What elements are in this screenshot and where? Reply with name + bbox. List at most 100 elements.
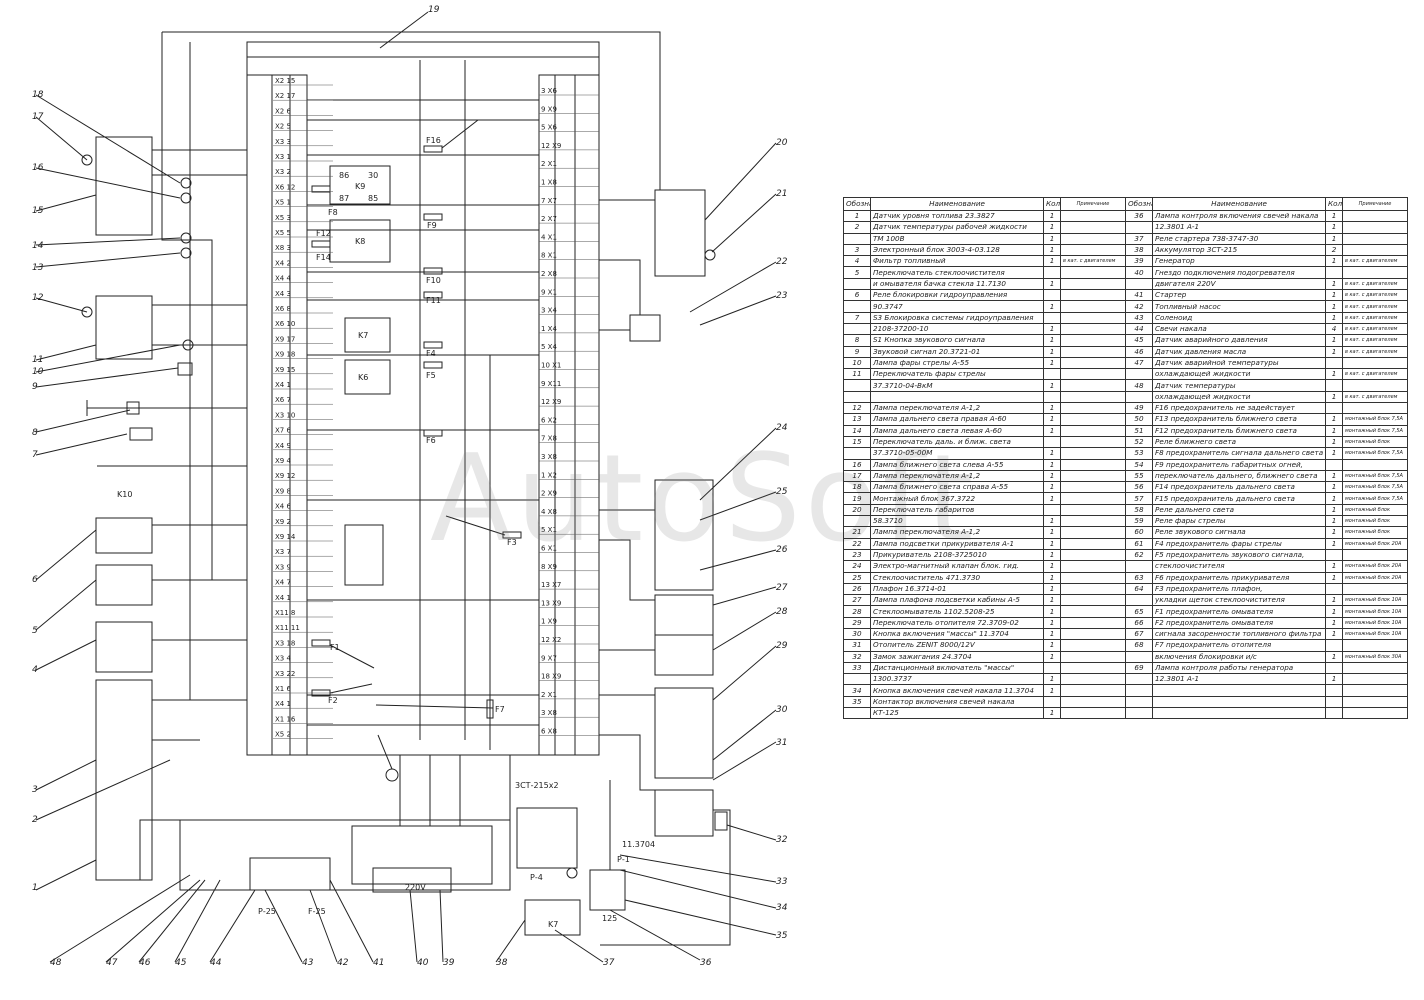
legend-cell-a-no [843, 277, 871, 291]
legend-cell-b-no [1125, 221, 1153, 234]
connector-pin: X1 6 [275, 685, 291, 693]
legend-cell-a-name: Датчик температуры рабочей жидкости [870, 221, 1044, 234]
callout-number: 9 [32, 382, 38, 392]
legend-cell-b-q: 1 [1325, 616, 1343, 629]
connector-pin: X11 11 [275, 624, 300, 632]
legend-cell-b-no: 45 [1125, 334, 1153, 347]
callout-number: 5 [32, 626, 38, 636]
legend-cell-a-no: 10 [843, 356, 871, 370]
label-f16: F16 [426, 136, 441, 145]
label-f14: F14 [316, 253, 331, 262]
horn-icon [177, 362, 193, 376]
battery-block [516, 807, 578, 869]
label-k8: K8 [355, 237, 365, 246]
legend-cell-a-name: 58.3710 [870, 515, 1044, 528]
legend-cell-a-no: 23 [843, 548, 871, 562]
label-battery: 3СТ-215х2 [515, 781, 559, 790]
comp-26-27 [654, 594, 714, 636]
connector-pin: X4 1 [275, 594, 291, 602]
label-f4: F4 [426, 349, 436, 358]
legend-cell-b-no: 69 [1125, 661, 1153, 675]
legend-cell-b-note: в кат. с двигателем [1342, 289, 1408, 302]
legend-cell-a-name: Электро-магнитный клапан блок. гид. [870, 560, 1044, 573]
legend-cell-a-name: 90.3747 [870, 300, 1044, 313]
connector-pin: X3 1 [275, 153, 291, 161]
legend-cell-a-no [843, 447, 871, 460]
comp-29-31 [654, 687, 714, 779]
legend-cell-b-no: 36 [1125, 209, 1153, 223]
socket-220v [372, 867, 452, 893]
legend-cell-b-no: 41 [1125, 289, 1153, 302]
connector-pin: X4 1 [275, 381, 291, 389]
legend-cell-a-q: 1 [1043, 515, 1061, 528]
legend-cell-b-name: Аккумулятор 3СТ-215 [1152, 243, 1326, 257]
legend-cell-b-name: F7 предохранитель отопителя [1152, 639, 1326, 652]
legend-cell-b-no: 62 [1125, 548, 1153, 562]
legend-cell-a-no: 11 [843, 368, 871, 381]
comp-22-23 [629, 314, 661, 342]
comp-3-electronic-block [95, 679, 153, 881]
fuse-f4 [423, 341, 443, 349]
legend-cell-a-q: 1 [1043, 548, 1061, 562]
legend-cell-a-note [1060, 345, 1126, 358]
legend-cell-a-q: 1 [1043, 277, 1061, 291]
legend-cell-b-name: Стартер [1152, 289, 1326, 302]
legend-cell-b-q: 1 [1325, 277, 1343, 291]
connector-pin: 7 X7 [541, 197, 557, 205]
legend-cell-b-q: 1 [1325, 311, 1343, 324]
legend-cell-a-name: Реле блокировки гидроуправления [870, 289, 1044, 302]
comp-15-switch [95, 136, 153, 236]
legend-cell-a-no [843, 322, 871, 336]
legend-cell-b-q: 4 [1325, 322, 1343, 336]
connector-pin: 5 X1 [541, 526, 557, 534]
legend-cell-b-no: 63 [1125, 571, 1153, 584]
callout-number: 11 [32, 355, 43, 365]
legend-cell-b-name: F5 предохранитель звукового сигнала, [1152, 548, 1326, 562]
legend-cell-b-name: F6 предохранитель прикуривателя [1152, 571, 1326, 584]
connector-pin: X4 9 [275, 442, 291, 450]
legend-cell-a-q: 1 [1043, 232, 1061, 245]
legend-cell-b-no: 39 [1125, 255, 1153, 268]
legend-cell-a-name: Лампа фары стрелы А-55 [870, 356, 1044, 370]
legend-cell-a-no: 12 [843, 402, 871, 415]
legend-cell-a-q [1043, 661, 1061, 675]
legend-cell-a-no: 20 [843, 503, 871, 517]
legend-cell-b-q [1325, 582, 1343, 596]
legend-cell-a-name: Кнопка включения свечей накала 11.3704 [870, 684, 1044, 697]
callout-number: 48 [50, 958, 62, 968]
callout-number: 27 [776, 583, 788, 593]
legend-cell-b-q: 1 [1325, 232, 1343, 245]
legend-cell-b-note: в кат. с двигателем [1342, 368, 1408, 381]
legend-cell-b-no: 49 [1125, 402, 1153, 415]
connector-pin: 9 X1 [541, 288, 557, 296]
legend-cell-a-note [1060, 300, 1126, 313]
legend-cell-b-name: F16 предохранитель не задействует [1152, 402, 1326, 415]
legend-cell-b-name: укладки щеток стеклоочистителя [1152, 594, 1326, 607]
legend-cell-a-no: 13 [843, 413, 871, 426]
legend-cell-b-q: 1 [1325, 221, 1343, 234]
connector-pin: 6 X1 [541, 545, 557, 553]
legend-header-cell: Примечание [1342, 197, 1408, 211]
legend-cell-b-q [1325, 639, 1343, 652]
legend-cell-b-note [1342, 221, 1408, 234]
connector-pin: X8 3 [275, 244, 291, 252]
callout-number: 7 [32, 450, 38, 460]
callout-number: 40 [417, 958, 429, 968]
legend-cell-b-name: F9 предохранитель габаритных огней, [1152, 458, 1326, 471]
legend-cell-b-name [1152, 684, 1326, 697]
legend-cell-b-note: монтажный блок 7,5А [1342, 481, 1408, 494]
legend-cell-a-note [1060, 458, 1126, 471]
connector-pin: 13 X9 [541, 599, 561, 607]
legend-header-cell: Наименование [870, 197, 1044, 211]
label-f9: F9 [427, 221, 437, 230]
legend-cell-a-note [1060, 424, 1126, 437]
legend-cell-a-no [843, 300, 871, 313]
connector-pin: X1 16 [275, 715, 296, 723]
legend-cell-a-name: Электронный блок 3003-4-03.128 [870, 243, 1044, 257]
legend-cell-b-note [1342, 684, 1408, 697]
connector-pin: X2 15 [275, 77, 295, 85]
legend-cell-a-no: 14 [843, 424, 871, 437]
